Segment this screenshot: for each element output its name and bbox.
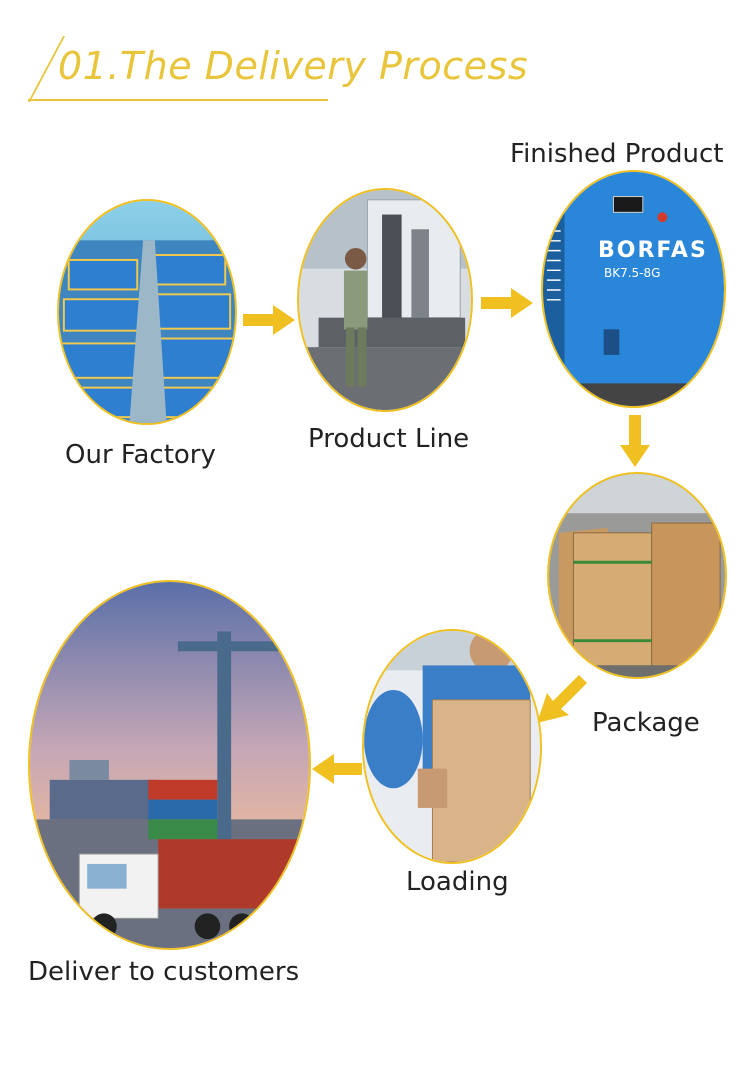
factory-label: Our Factory <box>65 440 216 470</box>
brand-name: BORFAS <box>598 238 708 263</box>
title-underline <box>28 99 328 101</box>
right-arrow-icon <box>243 305 295 335</box>
page-title: 01.The Delivery Process <box>58 44 529 88</box>
product-line-label: Product Line <box>308 424 470 454</box>
finished-product-label: Finished Product <box>510 139 724 169</box>
loading-label: Loading <box>406 867 509 897</box>
model-number: BK7.5-8G <box>604 266 661 280</box>
down-arrow-icon <box>620 415 650 467</box>
down-left-arrow-icon <box>537 675 587 723</box>
product-line-photo <box>297 188 473 412</box>
left-arrow-icon <box>312 754 362 784</box>
loading-photo <box>362 629 542 864</box>
right-arrow-icon <box>481 288 533 318</box>
finished-product-photo <box>541 170 726 408</box>
package-photo <box>547 472 727 679</box>
deliver-photo <box>28 580 311 950</box>
package-label: Package <box>592 708 700 738</box>
deliver-label: Deliver to customers <box>28 957 300 987</box>
factory-photo <box>57 199 237 425</box>
